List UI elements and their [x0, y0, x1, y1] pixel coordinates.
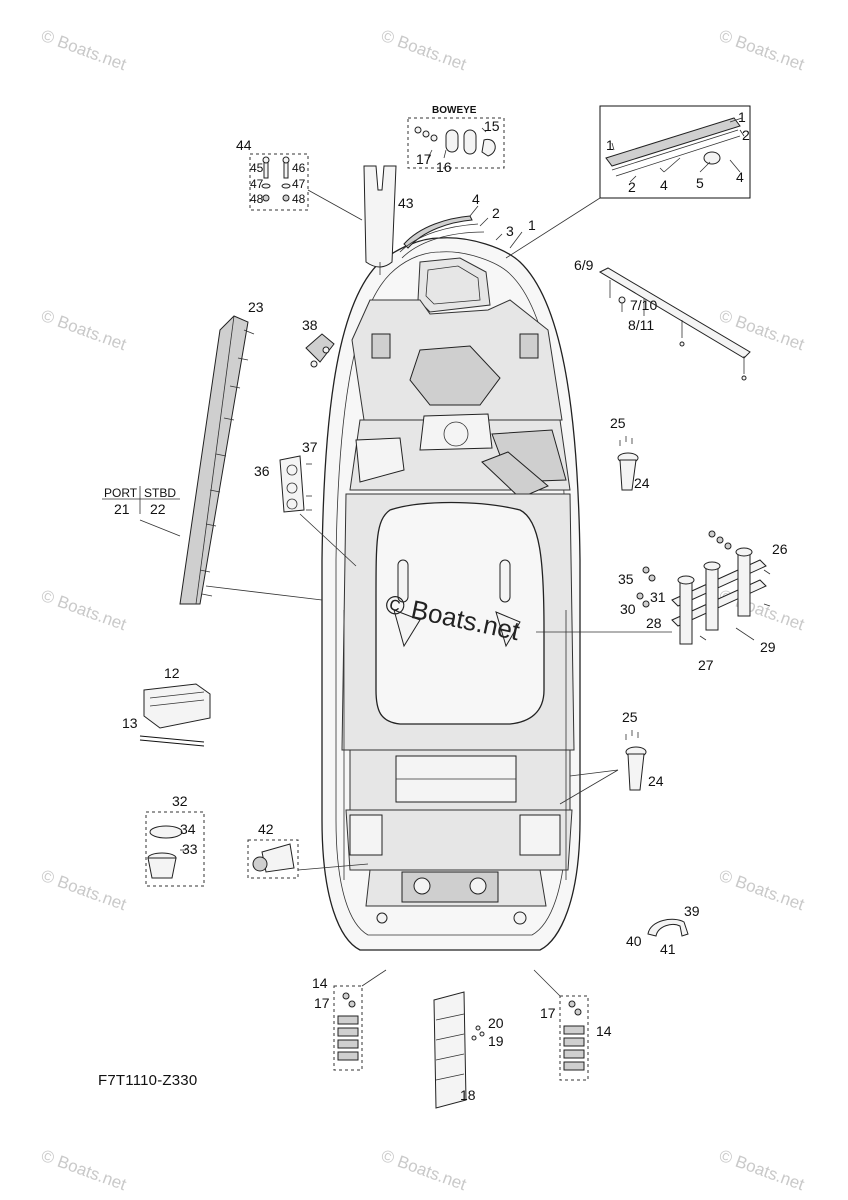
callout-16: 16 — [436, 159, 452, 175]
callout-40: 40 — [626, 933, 642, 949]
callout-1: 1 — [528, 217, 536, 233]
watermark: © Boats.net — [717, 1146, 807, 1194]
cup-holder-kit — [145, 811, 205, 887]
hinge-kit-right — [533, 969, 589, 1081]
callout-48: 48 — [292, 192, 306, 206]
callout-14: 14 — [312, 975, 328, 991]
latch-part — [305, 333, 335, 368]
callout-6-9: 6/9 — [574, 257, 594, 273]
callout-4: 4 — [736, 169, 744, 185]
watermark: © Boats.net — [379, 1146, 469, 1194]
callout-7-10: 7/10 — [630, 297, 657, 313]
callout-32: 32 — [172, 793, 188, 809]
callout-41: 41 — [660, 941, 676, 957]
watermark: © Boats.net — [39, 586, 129, 634]
boat-hull — [321, 237, 581, 951]
callout-21: 21 — [114, 501, 130, 517]
callout-38: 38 — [302, 317, 318, 333]
cooler-part — [139, 683, 211, 747]
bracket-42 — [247, 839, 369, 879]
callout-4: 4 — [660, 177, 668, 193]
watermark: © Boats.net — [717, 866, 807, 914]
callout-25: 25 — [610, 415, 626, 431]
callout-39: 39 — [684, 903, 700, 919]
bow-rail — [598, 267, 751, 381]
callout-48: 48 — [250, 192, 264, 206]
callout-35: 35 — [618, 571, 634, 587]
watermark: © Boats.net — [39, 866, 129, 914]
callout-13: 13 — [122, 715, 138, 731]
callout-23: 23 — [248, 299, 264, 315]
callout-24: 24 — [648, 773, 664, 789]
callout-31: 31 — [650, 589, 666, 605]
callout-2: 2 — [742, 127, 750, 143]
callout-34: 34 — [180, 821, 196, 837]
callout-19: 19 — [488, 1033, 504, 1049]
callout-47: 47 — [250, 177, 264, 191]
watermark: © Boats.net — [39, 1146, 129, 1194]
callout-1: 1 — [738, 109, 746, 125]
watermark: © Boats.net — [39, 306, 129, 354]
callout-45: 45 — [250, 161, 264, 175]
side-rail — [139, 315, 323, 605]
callout-46: 46 — [292, 161, 306, 175]
callout-43: 43 — [398, 195, 414, 211]
bracket-part — [279, 455, 357, 567]
callout-28: 28 — [646, 615, 662, 631]
port-label: PORT — [104, 486, 138, 500]
callout-29: 29 — [760, 639, 776, 655]
callout-1: 1 — [606, 137, 614, 153]
bolt-kit — [249, 153, 363, 221]
watermark: © Boats.net — [379, 26, 469, 74]
callout-37: 37 — [302, 439, 318, 455]
rod-holder-upper — [617, 436, 639, 491]
boweye-header: BOWEYE — [432, 105, 477, 116]
callout-17: 17 — [540, 1005, 556, 1021]
watermark: © Boats.net — [39, 26, 129, 74]
callout-17: 17 — [416, 151, 432, 167]
callout-26: 26 — [772, 541, 788, 557]
callout-47: 47 — [292, 177, 306, 191]
rod-holder-lower — [559, 730, 647, 805]
callout-3: 3 — [506, 223, 514, 239]
brace-part — [363, 165, 397, 275]
callout-20: 20 — [488, 1015, 504, 1031]
callout-25: 25 — [622, 709, 638, 725]
callout-2: 2 — [628, 179, 636, 195]
callout-8-11: 8/11 — [628, 317, 654, 333]
boarding-ladder — [433, 991, 485, 1109]
callout-36: 36 — [254, 463, 270, 479]
callout-18: 18 — [460, 1087, 476, 1103]
watermark: © Boats.net — [717, 26, 807, 74]
callout-22: 22 — [150, 501, 166, 517]
bow-rail-pieces — [399, 205, 523, 259]
boweye-kit — [407, 117, 505, 169]
callout-12: 12 — [164, 665, 180, 681]
rub-rail-detail — [505, 105, 751, 259]
callout-5: 5 — [696, 175, 704, 191]
handle-part — [647, 918, 689, 937]
hinge-kit-left — [333, 969, 387, 1071]
callout-24: 24 — [634, 475, 650, 491]
callout-14: 14 — [596, 1023, 612, 1039]
callout-15: 15 — [484, 118, 500, 134]
rod-rack — [536, 530, 771, 645]
stbd-label: STBD — [144, 486, 176, 500]
callout-30: 30 — [620, 601, 636, 617]
callout-2: 2 — [492, 205, 500, 221]
callout-labels: BOWEYE 1 1 1 2 2 2 3 4 4 4 5 6/9 7/10 8/… — [102, 105, 788, 1103]
callout-42: 42 — [258, 821, 274, 837]
callout-17: 17 — [314, 995, 330, 1011]
callout-44: 44 — [236, 137, 252, 153]
callout-27: 27 — [698, 657, 714, 673]
diagram-code-label: F7T1110-Z330 — [98, 1072, 198, 1089]
callout-4: 4 — [472, 191, 480, 207]
callout-33: 33 — [182, 841, 198, 857]
